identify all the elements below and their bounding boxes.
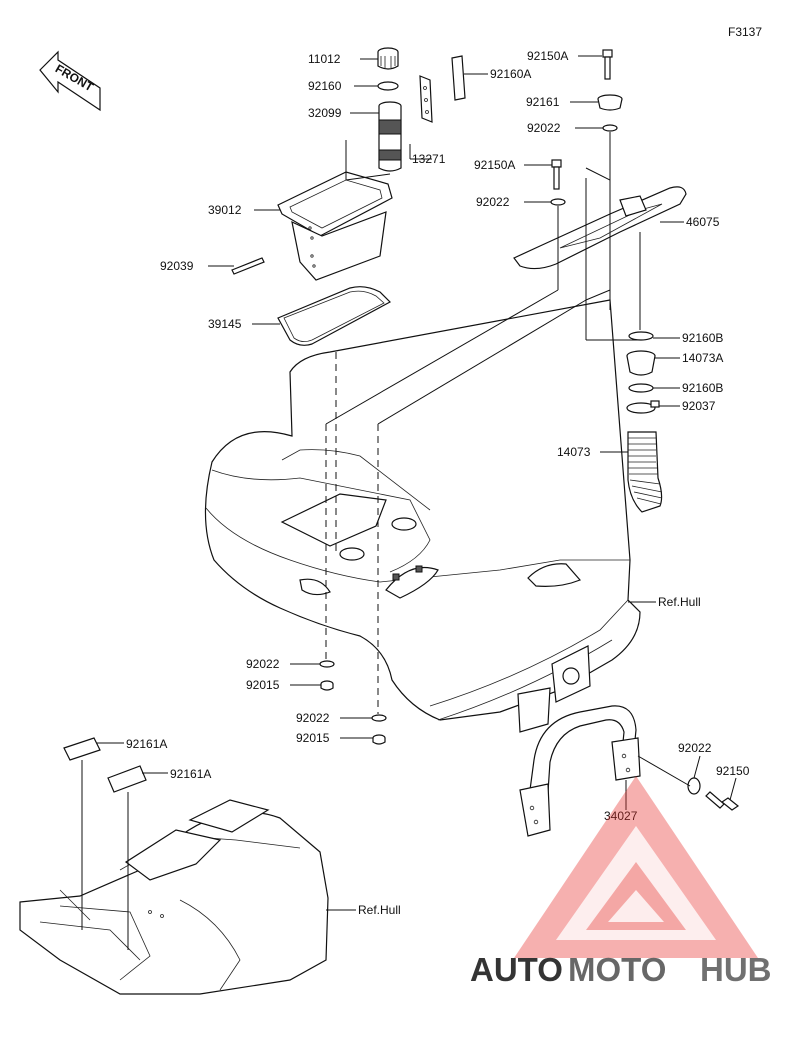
hull-deck — [204, 299, 641, 733]
hull-inset — [19, 799, 329, 995]
o-ring-92160B-a — [628, 331, 654, 341]
callout-11012: 11012 — [308, 52, 341, 66]
callout-13271: 13271 — [412, 152, 446, 166]
callout-14073: 14073 — [557, 445, 591, 459]
bolt-92150 — [705, 791, 740, 811]
bracket-13271 — [419, 75, 433, 123]
callout-92150: 92150 — [716, 764, 750, 778]
callout-92150A-mid: 92150A — [474, 158, 515, 172]
callout-39012: 39012 — [208, 203, 242, 217]
hose-14073 — [627, 431, 663, 513]
o-ring-92160B-b — [628, 383, 654, 393]
callout-92015-l1: 92015 — [246, 678, 280, 692]
callout-ref-hull-bottom: Ref.Hull — [358, 903, 401, 917]
cap-11012 — [377, 47, 399, 70]
watermark-logo: AUTO MOTO HUB — [470, 776, 772, 988]
washer-92022-l2 — [371, 714, 387, 722]
grab-handle-46075 — [513, 186, 687, 270]
washer-92022-mid — [550, 198, 566, 206]
callout-46075: 46075 — [686, 215, 720, 229]
clamp-92037 — [626, 400, 660, 414]
decal-92161A-a — [63, 737, 101, 761]
callout-92161A-b: 92161A — [170, 767, 211, 781]
watermark-auto: AUTO — [470, 951, 563, 988]
figure-code: F3137 — [728, 25, 762, 39]
pad-92160A — [451, 55, 466, 101]
callout-92037: 92037 — [682, 399, 716, 413]
callout-14073A: 14073A — [682, 351, 723, 365]
fitting-14073A — [626, 350, 656, 376]
grab-bar-34027 — [519, 705, 641, 837]
leader-lines — [81, 55, 737, 950]
o-ring-92160 — [377, 81, 399, 91]
callout-32099: 32099 — [308, 106, 342, 120]
callout-34027: 34027 — [604, 809, 638, 823]
callout-92022-l1: 92022 — [246, 657, 280, 671]
washer-92022-l1 — [319, 660, 335, 668]
front-arrow-icon: FRONT — [39, 50, 101, 112]
decal-92161A-b — [107, 765, 147, 793]
storage-box-39012 — [277, 171, 393, 281]
callout-92015-l2: 92015 — [296, 731, 330, 745]
callout-92022-l2: 92022 — [296, 711, 330, 725]
bolt-92150A-mid — [551, 159, 562, 190]
callout-92160: 92160 — [308, 79, 342, 93]
spout-32099 — [378, 101, 402, 172]
callout-labels: 11012 92160 32099 13271 39012 92039 3914… — [126, 49, 750, 917]
callout-92022-mid: 92022 — [476, 195, 510, 209]
callout-92161A-a: 92161A — [126, 737, 167, 751]
rivet-92039 — [231, 257, 265, 275]
callout-92022-top: 92022 — [527, 121, 561, 135]
callout-92022-right: 92022 — [678, 741, 712, 755]
bolt-92150A-top — [602, 49, 613, 80]
callout-39145: 39145 — [208, 317, 242, 331]
watermark-hub: HUB — [700, 951, 772, 988]
gasket-39145 — [277, 286, 391, 346]
callout-92039: 92039 — [160, 259, 194, 273]
watermark-triangle-icon — [514, 776, 758, 958]
nut-92015-l2 — [372, 734, 386, 745]
dashed-assembly-lines — [325, 352, 379, 714]
washer-92022-top — [602, 124, 618, 132]
callout-ref-hull-right: Ref.Hull — [658, 595, 701, 609]
callout-92161: 92161 — [526, 95, 560, 109]
nut-92015-l1 — [320, 680, 334, 691]
watermark-moto: MOTO — [568, 951, 666, 988]
callout-92160B-a: 92160B — [682, 331, 723, 345]
callout-92150A-top: 92150A — [527, 49, 568, 63]
callout-92160B-b: 92160B — [682, 381, 723, 395]
callout-92160A: 92160A — [490, 67, 531, 81]
rubber-92161 — [597, 94, 623, 111]
